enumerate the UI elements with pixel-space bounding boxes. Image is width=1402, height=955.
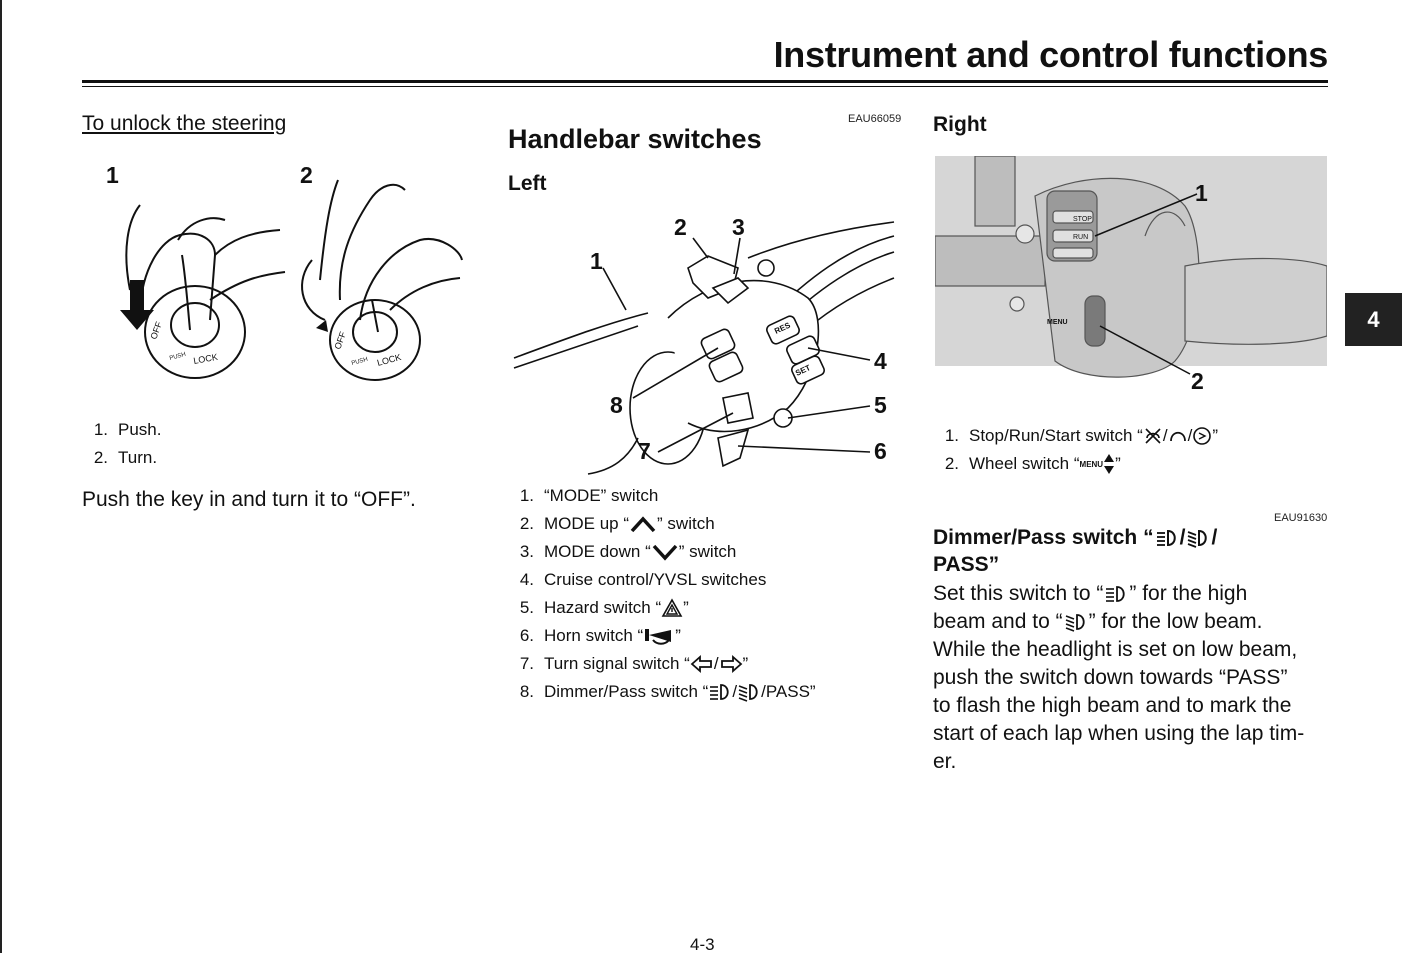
handlebar-title: Handlebar switches bbox=[508, 124, 762, 155]
chapter-tab[interactable]: 4 bbox=[1345, 293, 1402, 346]
list-item: 1.“MODE” switch bbox=[508, 482, 904, 510]
right-switch-captions: 1.Stop/Run/Start switch “ // ” 2.Wheel s… bbox=[933, 422, 1329, 478]
page-header-title: Instrument and control functions bbox=[774, 34, 1328, 76]
dimmer-section: Dimmer/Pass switch “// PASS” Set this sw… bbox=[933, 524, 1329, 776]
dimmer-line-3: While the headlight is set on low beam, bbox=[933, 636, 1329, 664]
right-switch-illustration: STOP RUN MENU 1 2 bbox=[935, 156, 1327, 396]
left-callout-5: 5 bbox=[874, 392, 887, 419]
run-label: RUN bbox=[1073, 234, 1088, 241]
left-callout-3: 3 bbox=[732, 214, 745, 241]
mode-up-icon bbox=[629, 514, 657, 534]
list-item: 6.Horn switch “ ” bbox=[508, 622, 904, 650]
high-beam-icon bbox=[708, 682, 732, 702]
key-push-turn-drawing: OFF PUSH LOCK OFF PUSH LOCK bbox=[90, 160, 470, 390]
list-item: 5.Hazard switch “ ” bbox=[508, 594, 904, 622]
left-callout-8: 8 bbox=[610, 392, 623, 419]
left-switch-illustration: RES SET 1 2 3 4 5 6 7 8 bbox=[508, 208, 900, 476]
left-callout-4: 4 bbox=[874, 348, 887, 375]
unlock-body: Push the key in and turn it to “OFF”. bbox=[82, 486, 462, 514]
stop-label: STOP bbox=[1073, 216, 1092, 223]
list-item: 3.MODE down “ ” switch bbox=[508, 538, 904, 566]
dimmer-line-2: beam and to “” for the low beam. bbox=[933, 608, 1329, 636]
left-label: Left bbox=[508, 172, 547, 196]
mode-down-icon bbox=[651, 542, 679, 562]
stop-icon bbox=[1143, 426, 1163, 446]
header-rule-thin bbox=[82, 86, 1328, 87]
menu-label: MENU bbox=[1047, 319, 1068, 326]
menu-wheel-icon bbox=[1103, 453, 1115, 475]
turn-left-icon bbox=[690, 654, 714, 674]
dimmer-title: Dimmer/Pass switch “// PASS” bbox=[933, 524, 1329, 578]
list-item: 2.Turn. bbox=[82, 444, 442, 472]
menu-wheel-label: MENU bbox=[1080, 460, 1104, 469]
page-left-border bbox=[0, 0, 2, 953]
low-beam-icon bbox=[1185, 528, 1211, 548]
low-beam-icon bbox=[1063, 612, 1089, 632]
dimmer-code: EAU91630 bbox=[1274, 512, 1327, 524]
unlock-section: To unlock the steering bbox=[82, 112, 462, 136]
right-label: Right bbox=[933, 113, 987, 137]
unlock-captions: 1.Push. 2.Turn. bbox=[82, 416, 442, 472]
unlock-callout-1: 1 bbox=[106, 162, 119, 189]
left-callout-6: 6 bbox=[874, 438, 887, 465]
unlock-callout-2: 2 bbox=[300, 162, 313, 189]
dimmer-line-5: to flash the high beam and to mark the bbox=[933, 692, 1329, 720]
list-item: 7.Turn signal switch “ / ” bbox=[508, 650, 904, 678]
section-code: EAU66059 bbox=[848, 113, 901, 125]
left-callout-2: 2 bbox=[674, 214, 687, 241]
dimmer-line-4: push the switch down towards “PASS” bbox=[933, 664, 1329, 692]
left-callout-1: 1 bbox=[590, 248, 603, 275]
low-beam-icon bbox=[737, 682, 761, 702]
left-handlebar-drawing: RES SET bbox=[508, 208, 900, 476]
unlock-illustration: 1 2 bbox=[90, 160, 470, 390]
dimmer-line-7: er. bbox=[933, 748, 1329, 776]
list-item: 4.Cruise control/YVSL switches bbox=[508, 566, 904, 594]
list-item: 2.MODE up “ ” switch bbox=[508, 510, 904, 538]
header-rule-thick bbox=[82, 80, 1328, 83]
unlock-heading: To unlock the steering bbox=[82, 112, 462, 136]
dimmer-line-6: start of each lap when using the lap tim… bbox=[933, 720, 1329, 748]
horn-icon bbox=[643, 626, 675, 646]
list-item: 2.Wheel switch “ MENU ” bbox=[933, 450, 1329, 478]
list-item: 1.Push. bbox=[82, 416, 442, 444]
right-callout-1: 1 bbox=[1195, 180, 1208, 207]
dimmer-line-1: Set this switch to “” for the high bbox=[933, 580, 1329, 608]
start-icon bbox=[1192, 426, 1212, 446]
left-callout-7: 7 bbox=[638, 438, 651, 465]
page-number: 4-3 bbox=[690, 935, 715, 955]
hazard-icon bbox=[661, 598, 683, 618]
right-callout-2: 2 bbox=[1191, 368, 1204, 395]
list-item: 8.Dimmer/Pass switch “ / /PASS” bbox=[508, 678, 904, 706]
turn-right-icon bbox=[719, 654, 743, 674]
high-beam-icon bbox=[1103, 584, 1129, 604]
high-beam-icon bbox=[1154, 528, 1180, 548]
list-item: 1.Stop/Run/Start switch “ // ” bbox=[933, 422, 1329, 450]
right-handlebar-drawing: STOP RUN MENU bbox=[935, 156, 1327, 396]
run-icon bbox=[1168, 426, 1188, 446]
left-switch-captions: 1.“MODE” switch 2.MODE up “ ” switch 3.M… bbox=[508, 482, 904, 706]
